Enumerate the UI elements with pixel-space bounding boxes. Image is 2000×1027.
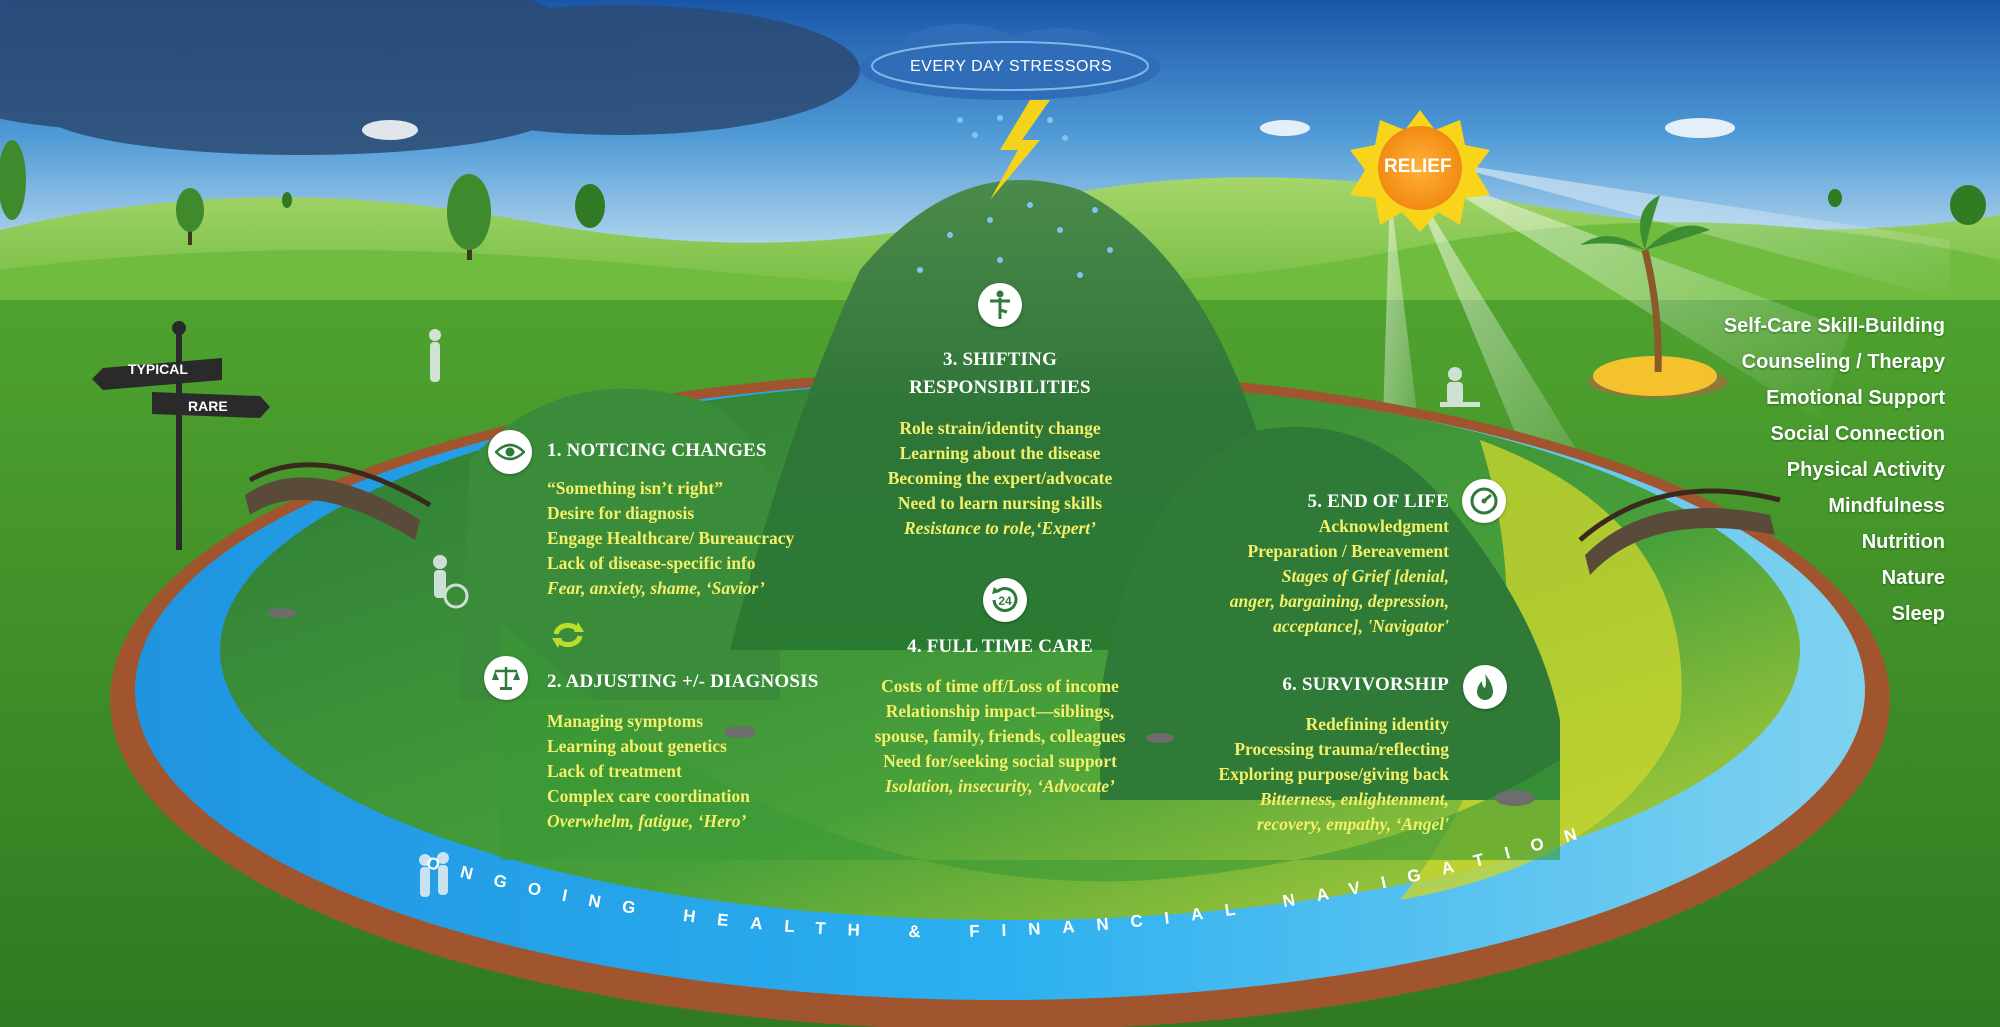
stage-2-emotion: Overwhelm, fatigue, ‘Hero’ <box>547 811 747 831</box>
stage-4-line: Relationship impact—siblings, <box>885 701 1115 721</box>
stage-6-emotion: Bitterness, enlightenment, <box>1259 789 1449 809</box>
eye-icon <box>488 430 532 474</box>
balance-person-icon <box>978 283 1022 327</box>
stage-6-line: Redefining identity <box>1305 714 1449 734</box>
stage-5-emotion: Stages of Grief [denial, <box>1281 566 1449 586</box>
signpost-typical: TYPICAL <box>128 361 188 377</box>
stage-survivorship: 6. SURVIVORSHIP Redefining identity Proc… <box>1219 674 1449 837</box>
stage-3-line: Becoming the expert/advocate <box>887 468 1113 488</box>
stage-5-title: 5. END OF LIFE <box>1307 491 1449 512</box>
self-care-item: Emotional Support <box>1766 387 1945 409</box>
stage-end-of-life: 5. END OF LIFE Acknowledgment Preparatio… <box>1230 491 1449 639</box>
stage-1-line: “Something isn’t right” <box>547 478 723 498</box>
self-care-item: Nutrition <box>1861 531 1945 553</box>
stage-shifting-responsibilities: 3. SHIFTING RESPONSIBILITIES Role strain… <box>800 346 1200 541</box>
self-care-item: Mindfulness <box>1828 495 1945 517</box>
stage-5-emotion: anger, bargaining, depression, <box>1229 591 1449 611</box>
self-care-item: Sleep <box>1891 603 1945 625</box>
stage-5-line: Preparation / Bereavement <box>1247 541 1449 561</box>
stage-2-line: Lack of treatment <box>547 761 682 781</box>
stage-2-line: Managing symptoms <box>547 711 704 731</box>
flame-icon <box>1463 665 1507 709</box>
signpost-rare: RARE <box>188 398 228 414</box>
stage-1-line: Engage Healthcare/ Bureaucracy <box>547 528 795 548</box>
stage-4-line: Need for/seeking social support <box>883 751 1117 771</box>
self-care-item: Counseling / Therapy <box>1741 351 1945 373</box>
stage-6-line: Exploring purpose/giving back <box>1218 764 1449 784</box>
stage-4-line: Costs of time off/Loss of income <box>881 676 1119 696</box>
stage-3-title: 3. SHIFTING <box>942 349 1058 370</box>
stage-adjusting-diagnosis: 2. ADJUSTING +/- DIAGNOSIS Managing symp… <box>547 671 819 834</box>
stage-1-emotion: Fear, anxiety, shame, ‘Savior’ <box>547 578 765 598</box>
cycle-arrows-icon <box>550 620 586 655</box>
stage-2-title: 2. ADJUSTING +/- DIAGNOSIS <box>547 671 819 692</box>
self-care-list: Self-Care Skill-Building Counseling / Th… <box>1724 308 1945 632</box>
stage-noticing-changes: 1. NOTICING CHANGES “Something isn’t rig… <box>547 440 794 601</box>
self-care-item: Social Connection <box>1770 423 1945 445</box>
stage-2-line: Learning about genetics <box>547 736 727 756</box>
stage-1-line: Desire for diagnosis <box>547 503 695 523</box>
self-care-item: Self-Care Skill-Building <box>1723 315 1945 337</box>
stage-5-line: Acknowledgment <box>1318 516 1449 536</box>
stage-full-time-care: 4. FULL TIME CARE Costs of time off/Loss… <box>800 636 1200 799</box>
stage-6-emotion: recovery, empathy, ‘Angel' <box>1256 814 1449 834</box>
stage-4-title: 4. FULL TIME CARE <box>907 636 1093 657</box>
stage-3-line: Role strain/identity change <box>899 418 1101 438</box>
stage-2-line: Complex care coordination <box>547 786 750 806</box>
stage-3-line: Learning about the disease <box>899 443 1101 463</box>
stage-3-emotion: Resistance to role,‘Expert’ <box>904 518 1096 538</box>
stage-3-title: RESPONSIBILITIES <box>909 377 1091 398</box>
stressors-label: EVERY DAY STRESSORS <box>910 58 1113 75</box>
relief-label: RELIEF <box>1384 156 1452 177</box>
svg-text:24: 24 <box>998 594 1012 608</box>
gauge-icon <box>1462 479 1506 523</box>
stage-3-line: Need to learn nursing skills <box>897 493 1103 513</box>
stage-5-emotion: acceptance], 'Navigator' <box>1273 616 1449 636</box>
stage-1-line: Lack of disease-specific info <box>547 553 756 573</box>
scales-icon <box>484 656 528 700</box>
self-care-item: Nature <box>1881 567 1945 589</box>
stage-4-emotion: Isolation, insecurity, ‘Advocate’ <box>885 776 1115 796</box>
stage-1-title: 1. NOTICING CHANGES <box>547 440 767 461</box>
stage-6-title: 6. SURVIVORSHIP <box>1282 674 1449 695</box>
stage-4-line: spouse, family, friends, colleagues <box>874 726 1126 746</box>
self-care-item: Physical Activity <box>1786 459 1945 481</box>
stage-6-line: Processing trauma/reflecting <box>1234 739 1449 759</box>
clock-24-icon: 24 <box>983 578 1027 622</box>
